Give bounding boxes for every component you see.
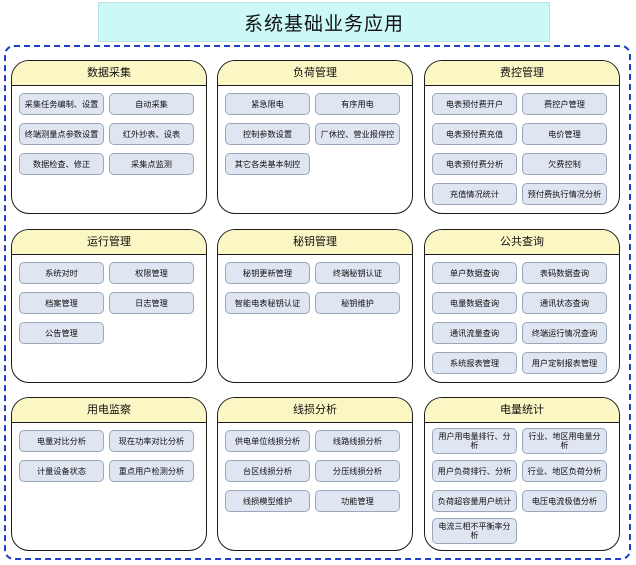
- function-button[interactable]: 电量数据查询: [432, 292, 517, 314]
- panel-title: 电量统计: [425, 398, 619, 423]
- function-button[interactable]: 有序用电: [315, 93, 400, 115]
- function-button[interactable]: 紧急限电: [225, 93, 310, 115]
- function-button[interactable]: 数据检查、修正: [19, 153, 104, 175]
- function-button[interactable]: 功能管理: [315, 490, 400, 512]
- function-button[interactable]: 通讯状态查询: [522, 292, 607, 314]
- panel-fee-control: 费控管理电表预付费开户费控户管理电表预付费充值电价管理电表预付费分析欠费控制充值…: [424, 60, 620, 214]
- function-button[interactable]: 控制参数设置: [225, 123, 310, 145]
- function-button[interactable]: 日志管理: [109, 292, 194, 314]
- function-button[interactable]: 费控户管理: [522, 93, 607, 115]
- function-button[interactable]: 智能电表秘钥认证: [225, 292, 310, 314]
- system-container: [4, 45, 631, 560]
- panel-load-management: 负荷管理紧急限电有序用电控制参数设置厂休控、营业报停控其它各类基本制控: [217, 60, 413, 214]
- function-button[interactable]: 其它各类基本制控: [225, 153, 310, 175]
- function-button[interactable]: 电流三相不平衡率分析: [432, 518, 517, 544]
- function-button[interactable]: 秘钥更新管理: [225, 262, 310, 284]
- function-button[interactable]: 用户负荷排行、分析: [432, 460, 517, 482]
- function-button[interactable]: 用户定制报表管理: [522, 352, 607, 374]
- panel-title: 用电监察: [12, 398, 206, 423]
- panel-title: 负荷管理: [218, 61, 412, 86]
- function-button[interactable]: 计量设备状态: [19, 460, 104, 482]
- page-title: 系统基础业务应用: [98, 2, 550, 42]
- function-button[interactable]: 负荷超容量用户统计: [432, 490, 517, 512]
- function-button[interactable]: 红外抄表、设表: [109, 123, 194, 145]
- function-button[interactable]: 终端运行情况查询: [522, 322, 607, 344]
- function-button[interactable]: 系统报表管理: [432, 352, 517, 374]
- function-button[interactable]: 电压电流极值分析: [522, 490, 607, 512]
- panel-title: 秘钥管理: [218, 230, 412, 255]
- panel-power-monitoring: 用电监察电量对比分析现在功率对比分析计量设备状态重点用户检测分析: [11, 397, 207, 551]
- function-button[interactable]: 自动采集: [109, 93, 194, 115]
- function-button[interactable]: 电量对比分析: [19, 430, 104, 452]
- function-button[interactable]: 采集任务编制、设置: [19, 93, 104, 115]
- function-button[interactable]: 电表预付费开户: [432, 93, 517, 115]
- panel-title: 费控管理: [425, 61, 619, 86]
- function-button[interactable]: 电价管理: [522, 123, 607, 145]
- panel-data-collection: 数据采集采集任务编制、设置自动采集终端测量点参数设置红外抄表、设表数据检查、修正…: [11, 60, 207, 214]
- function-button[interactable]: 采集点监测: [109, 153, 194, 175]
- function-button[interactable]: 终端秘钥认证: [315, 262, 400, 284]
- function-button[interactable]: 权限管理: [109, 262, 194, 284]
- panel-operation-management: 运行管理系统对时权限管理档案管理日志管理公告管理: [11, 229, 207, 383]
- function-button[interactable]: 欠费控制: [522, 153, 607, 175]
- function-button[interactable]: 台区线损分析: [225, 460, 310, 482]
- function-button[interactable]: 公告管理: [19, 322, 104, 344]
- function-button[interactable]: 分压线损分析: [315, 460, 400, 482]
- function-button[interactable]: 线路线损分析: [315, 430, 400, 452]
- function-button[interactable]: 系统对时: [19, 262, 104, 284]
- function-button[interactable]: 行业、地区负荷分析: [522, 460, 607, 482]
- function-button[interactable]: 秘钥维护: [315, 292, 400, 314]
- panel-title: 公共查询: [425, 230, 619, 255]
- function-button[interactable]: 重点用户检测分析: [109, 460, 194, 482]
- panel-title: 数据采集: [12, 61, 206, 86]
- function-button[interactable]: 通讯流量查询: [432, 322, 517, 344]
- function-button[interactable]: 供电单位线损分析: [225, 430, 310, 452]
- function-button[interactable]: 单户数据查询: [432, 262, 517, 284]
- function-button[interactable]: 终端测量点参数设置: [19, 123, 104, 145]
- function-button[interactable]: 档案管理: [19, 292, 104, 314]
- panel-energy-statistics: 电量统计用户用电量排行、分析行业、地区用电量分析用户负荷排行、分析行业、地区负荷…: [424, 397, 620, 551]
- function-button[interactable]: 用户用电量排行、分析: [432, 428, 517, 454]
- function-button[interactable]: 充值情况统计: [432, 183, 517, 205]
- panel-public-query: 公共查询单户数据查询表码数据查询电量数据查询通讯状态查询通讯流量查询终端运行情况…: [424, 229, 620, 383]
- function-button[interactable]: 电表预付费分析: [432, 153, 517, 175]
- function-button[interactable]: 线损模型维护: [225, 490, 310, 512]
- panel-key-management: 秘钥管理秘钥更新管理终端秘钥认证智能电表秘钥认证秘钥维护: [217, 229, 413, 383]
- function-button[interactable]: 电表预付费充值: [432, 123, 517, 145]
- function-button[interactable]: 厂休控、营业报停控: [315, 123, 400, 145]
- panel-title: 线损分析: [218, 398, 412, 423]
- function-button[interactable]: 行业、地区用电量分析: [522, 428, 607, 454]
- function-button[interactable]: 表码数据查询: [522, 262, 607, 284]
- panel-line-loss: 线损分析供电单位线损分析线路线损分析台区线损分析分压线损分析线损模型维护功能管理: [217, 397, 413, 551]
- panel-title: 运行管理: [12, 230, 206, 255]
- function-button[interactable]: 现在功率对比分析: [109, 430, 194, 452]
- function-button[interactable]: 预付费执行情况分析: [522, 183, 607, 205]
